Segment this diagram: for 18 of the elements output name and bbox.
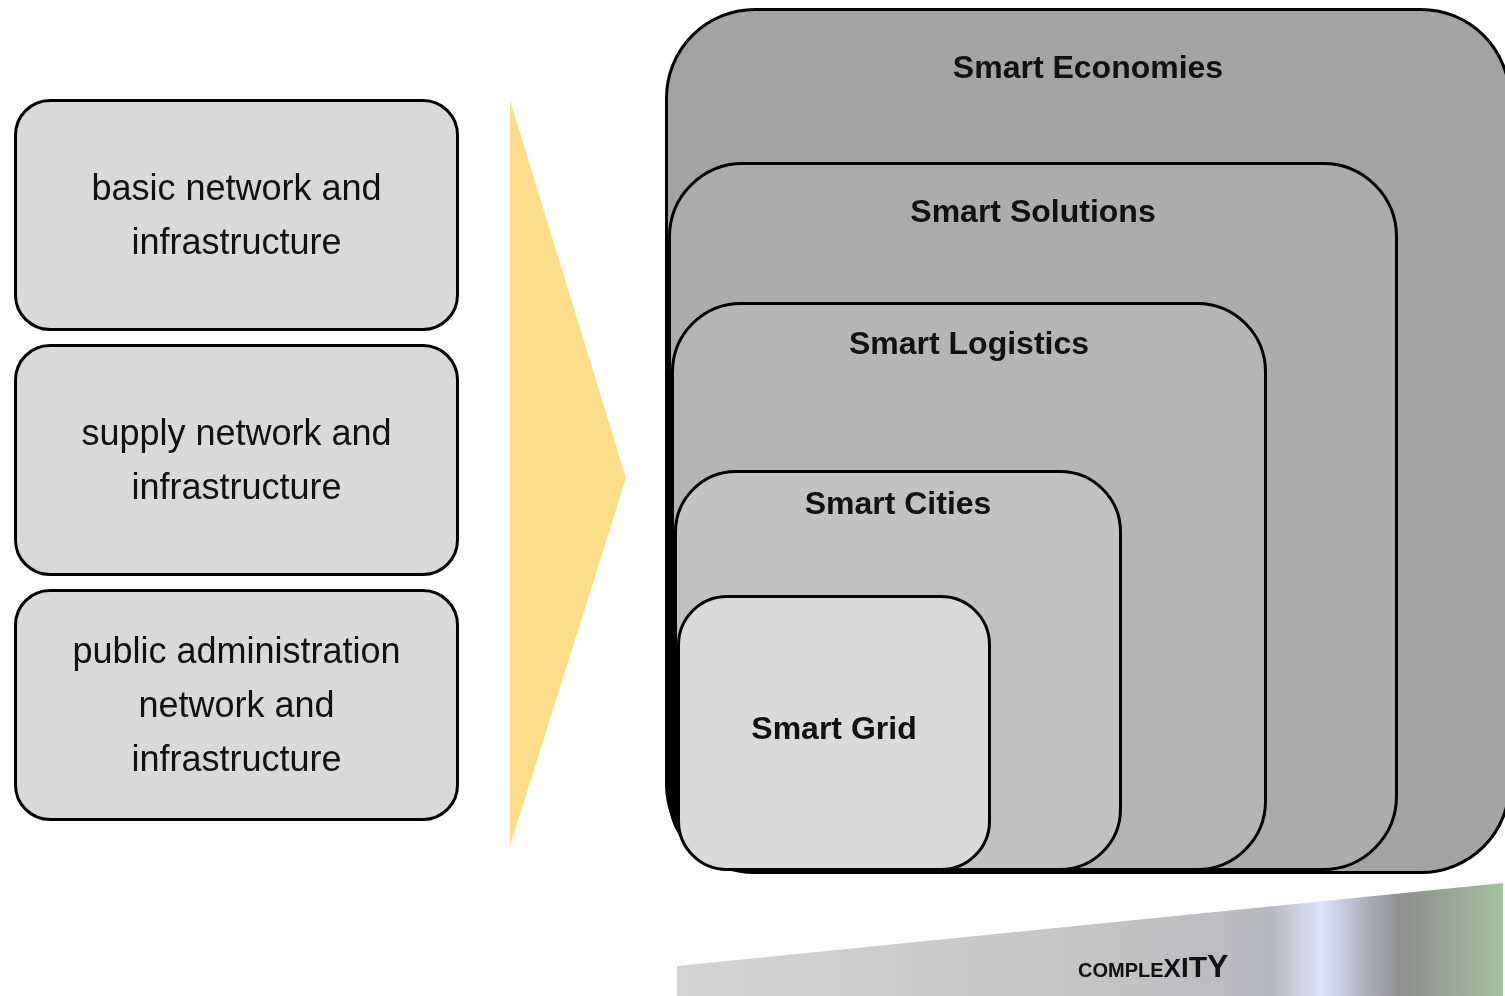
rounded-box [14, 344, 459, 576]
box-heading: Smart Grid [750, 710, 918, 747]
rounded-box [14, 99, 459, 331]
rounded-box [14, 589, 459, 821]
complexity-wedge [677, 883, 1503, 996]
box-label: supply network and infrastructure [80, 411, 393, 509]
box-heading: Smart Economies [951, 49, 1225, 86]
nested-rounded-box [674, 470, 1122, 871]
nested-rounded-box [677, 595, 991, 871]
box-heading: Smart Logistics [847, 325, 1091, 362]
nested-rounded-box [665, 8, 1505, 874]
box-heading: Smart Solutions [909, 193, 1157, 230]
box-label: basic network and infrastructure [90, 166, 383, 264]
box-heading: Smart Cities [803, 485, 993, 522]
box-label: public administration network and infrastructure [71, 629, 402, 781]
wedge-label: COMPLEXITY [1078, 947, 1229, 986]
nested-rounded-box [671, 302, 1267, 871]
nested-rounded-box [668, 162, 1398, 871]
